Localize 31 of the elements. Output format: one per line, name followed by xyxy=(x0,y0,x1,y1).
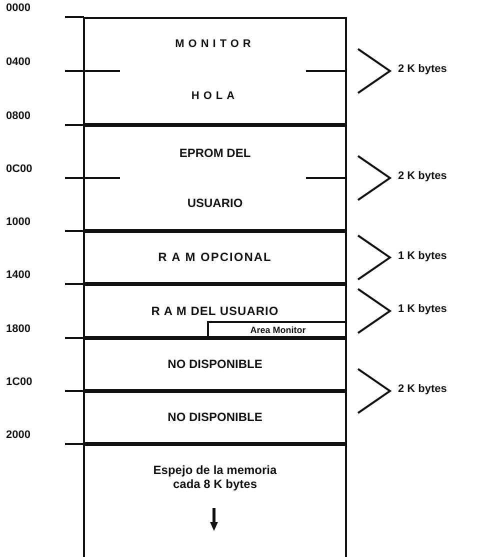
memory-region xyxy=(83,231,347,284)
size-label: 2 K bytes xyxy=(398,170,447,182)
address-label: 1400 xyxy=(6,269,30,281)
memory-region xyxy=(83,391,347,444)
address-label: 1000 xyxy=(6,216,30,228)
region-label: R A M DEL USUARIO xyxy=(151,304,279,318)
region-note: Espejo de la memoria cada 8 K bytes xyxy=(152,464,278,492)
address-label: 1800 xyxy=(6,323,30,335)
memory-region xyxy=(83,17,347,125)
region-label: MONITOR xyxy=(175,38,255,52)
memory-region xyxy=(83,284,347,338)
address-label: 0C00 xyxy=(6,163,32,175)
size-label: 2 K bytes xyxy=(398,63,447,75)
region-label: NO DISPONIBLE xyxy=(168,410,262,425)
region-label: EPROM DEL USUARIO xyxy=(178,144,252,212)
region-label: HOLA xyxy=(191,90,239,104)
memory-region xyxy=(83,338,347,391)
address-label: 0800 xyxy=(6,110,30,122)
address-label: 2000 xyxy=(6,429,30,441)
size-label: 1 K bytes xyxy=(398,250,447,262)
region-label: NO DISPONIBLE xyxy=(168,357,262,372)
address-label: 1C00 xyxy=(6,376,32,388)
memory-region xyxy=(83,125,347,231)
address-label: 0000 xyxy=(6,2,30,14)
size-label: 1 K bytes xyxy=(398,303,447,315)
region-label: R A M OPCIONAL xyxy=(158,250,272,265)
sub-region-label: Area Monitor xyxy=(250,324,306,334)
size-label: 2 K bytes xyxy=(398,383,447,395)
memory-region xyxy=(83,444,347,557)
sub-region-box xyxy=(207,321,347,336)
address-label: 0400 xyxy=(6,56,30,68)
